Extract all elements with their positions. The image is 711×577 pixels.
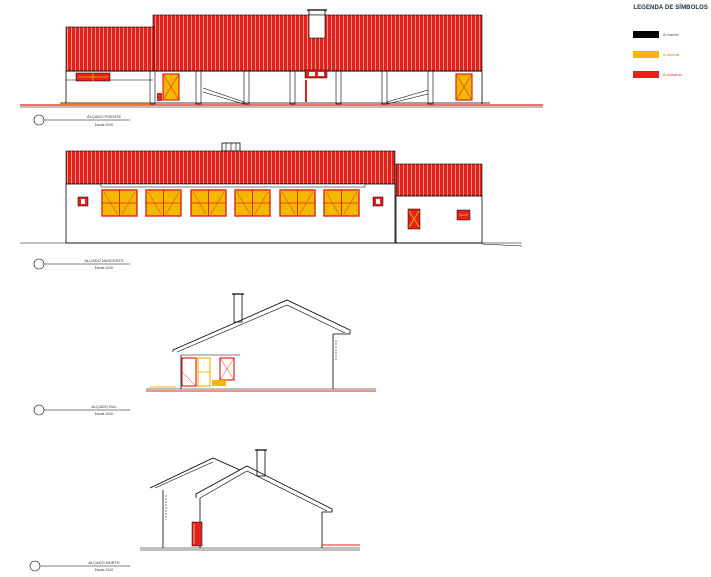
legend-label-demolish: A demolir [663,51,680,57]
elevation-norte: ALÇADO NORTE Escala 1/100 [29,449,360,572]
roof-outline [195,465,333,513]
legend-label-keep: A manter [663,31,680,37]
window [323,189,360,217]
window [234,189,271,217]
elevation-poente: ALÇADO POENTE Escala 1/100 [20,9,543,127]
legend-title: LEGENDA DE SÍMBOLOS [633,5,708,11]
roof-right [395,163,483,197]
elevation-title: ALÇADO POENTE [87,114,121,119]
elevation-scale: Escala 1/100 [95,266,114,270]
elevation-scale: Escala 1/100 [95,412,114,416]
elevation-sul: ALÇADO SUL Escala 1/100 [33,293,376,416]
legend-swatch-construct [633,70,659,78]
elevation-marker [33,114,45,126]
elevation-title: ALÇADO NORTE [88,560,120,565]
elevation-title: ALÇADO NASCENTE [84,258,124,263]
window-band [101,189,360,217]
roof-main [65,150,396,185]
window [279,189,316,217]
elevation-marker [29,560,41,572]
legend-swatch-keep [633,30,659,38]
window [101,189,138,217]
legend-item-demolish: A demolir [633,50,680,58]
elevation-nascente: ALÇADO NASCENTE Escala 1/100 [20,142,523,270]
window [190,189,227,217]
window [145,189,182,217]
legend-item-construct: A construir [633,70,682,78]
legend-item-keep: A manter [633,30,679,38]
legend-swatch-demolish [633,50,659,58]
elevation-scale: Escala 1/100 [95,568,114,572]
legend-label-construct: A construir [663,71,682,77]
elevation-title: ALÇADO SUL [91,404,117,409]
elevation-marker [33,258,45,270]
roof-left [65,26,155,72]
elevation-scale: Escala 1/100 [95,123,114,127]
roof-outline [172,299,351,352]
elevation-marker [33,404,45,416]
chimney [233,293,243,323]
